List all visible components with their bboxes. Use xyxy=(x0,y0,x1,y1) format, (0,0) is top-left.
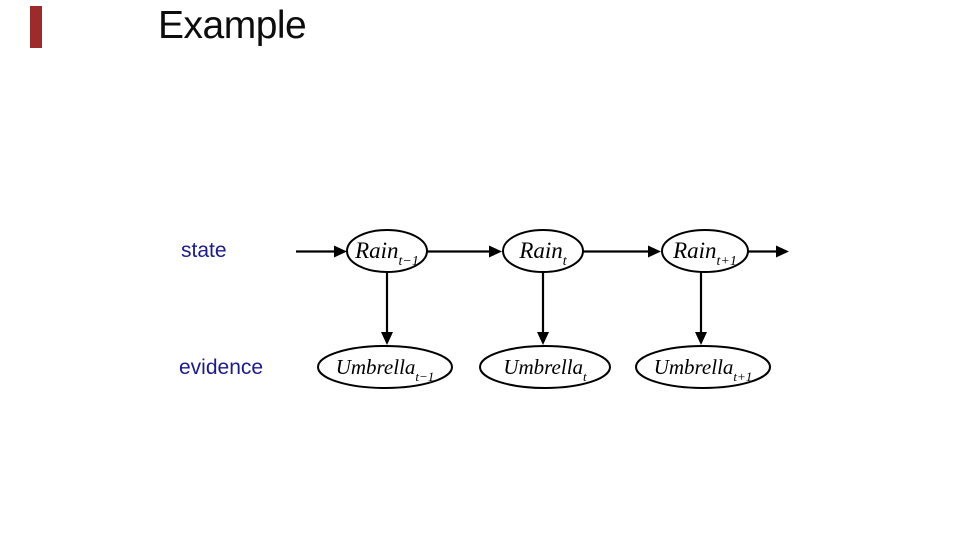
arrow-head xyxy=(537,332,549,345)
accent-bar xyxy=(30,6,42,48)
slide-title: Example xyxy=(158,4,307,47)
arrow-head xyxy=(489,245,502,258)
rain-node-subscript: t+1 xyxy=(717,254,737,269)
svg-text:Raint+1: Raint+1 xyxy=(672,238,737,269)
rain-node-ellipse xyxy=(502,229,584,273)
transition-arrow-out-of-rain-t+1 xyxy=(748,245,789,258)
svg-text:Raint: Raint xyxy=(518,238,567,269)
emission-arrow-rain-t+1-to-umbrella-t+1 xyxy=(695,272,707,345)
umbrella-node-ellipse xyxy=(635,345,771,389)
umbrella-node-ellipse xyxy=(317,345,453,389)
evidence-row-label: evidence xyxy=(179,356,264,379)
transition-arrow-rain-t-1-to-rain-t xyxy=(427,245,502,258)
umbrella-node-t-1: Umbrellat−1 xyxy=(317,345,453,389)
rain-node-ellipse xyxy=(661,229,749,273)
state-row-label: state xyxy=(181,239,227,262)
rain-node-text: Rain xyxy=(354,238,398,263)
transition-arrow-into-rain-t-1 xyxy=(296,245,347,258)
svg-text:Umbrellat−1: Umbrellat−1 xyxy=(336,355,435,384)
emission-arrow-rain-t-1-to-umbrella-t-1 xyxy=(381,272,393,345)
rain-node-text: Rain xyxy=(672,238,716,263)
umbrella-node-text: Umbrella xyxy=(336,355,416,379)
arrow-head xyxy=(776,245,789,258)
arrow-head xyxy=(381,332,393,345)
umbrella-node-t+1: Umbrellat+1 xyxy=(635,345,771,389)
umbrella-node-subscript: t−1 xyxy=(415,369,434,384)
rain-node-subscript: t xyxy=(563,254,568,269)
umbrella-node-text: Umbrella xyxy=(654,355,734,379)
svg-text:Raint−1: Raint−1 xyxy=(354,238,419,269)
rain-node-text: Rain xyxy=(518,238,562,263)
umbrella-node-subscript: t+1 xyxy=(733,369,752,384)
umbrella-node-subscript: t xyxy=(583,369,587,384)
rain-node-t: Raint xyxy=(502,229,584,273)
arrow-head xyxy=(334,245,347,258)
transition-arrow-rain-t-to-rain-t+1 xyxy=(583,245,661,258)
svg-text:Umbrellat: Umbrellat xyxy=(503,355,587,384)
rain-node-t-1: Raint−1 xyxy=(346,229,428,273)
umbrella-node-ellipse xyxy=(479,345,611,389)
svg-text:Umbrellat+1: Umbrellat+1 xyxy=(654,355,753,384)
arrow-head xyxy=(695,332,707,345)
arrow-head xyxy=(648,245,661,258)
rain-node-subscript: t−1 xyxy=(399,254,419,269)
umbrella-node-text: Umbrella xyxy=(503,355,583,379)
emission-arrow-rain-t-to-umbrella-t xyxy=(537,272,549,345)
rain-node-t+1: Raint+1 xyxy=(661,229,749,273)
umbrella-node-t: Umbrellat xyxy=(479,345,611,389)
rain-node-ellipse xyxy=(346,229,428,273)
